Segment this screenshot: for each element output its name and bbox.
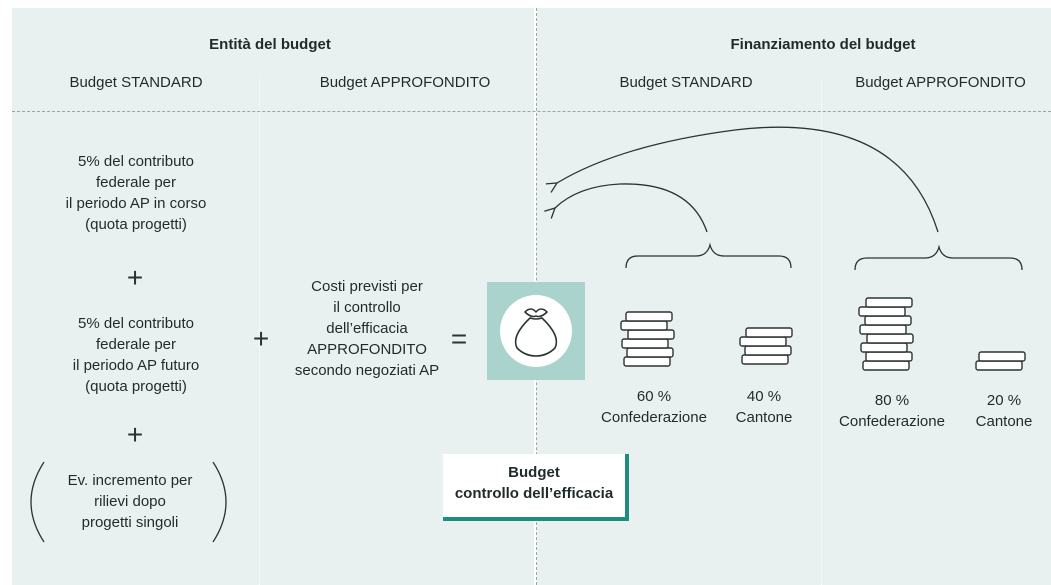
curved-arrow-icon [557, 126, 939, 233]
approfondito-confederation-share: 80 % Confederazione [830, 390, 954, 432]
coin [626, 347, 674, 358]
budget-result-box: Budget controllo dell’efficacia [443, 454, 629, 521]
budget-size-header: Entità del budget [209, 36, 331, 53]
coin [862, 360, 910, 371]
coin [978, 351, 1026, 362]
coin [741, 354, 789, 365]
left-standard-column-label: Budget STANDARD [69, 74, 203, 91]
curved-arrow-icon [555, 183, 708, 233]
percentage: 60 % [636, 388, 672, 405]
standard-canton-share: 40 % Cantone [724, 386, 804, 428]
text-line: Costi previsti per [311, 278, 423, 295]
funder-label: Cantone [975, 413, 1033, 430]
right-approfondito-column-label: Budget APPROFONDITO [855, 74, 1026, 91]
text-line: secondo negoziati AP [294, 362, 440, 379]
plus-sign: + [252, 323, 270, 354]
text-line: rilievi dopo [94, 493, 166, 510]
text-line: il controllo [333, 299, 401, 316]
current-period-contribution: 5% del contributo federale per il period… [16, 151, 256, 235]
curly-brace-icon [854, 244, 1023, 271]
right-standard-column-label: Budget STANDARD [619, 74, 753, 91]
text-line: 5% del contributo [78, 153, 194, 170]
text-line: progetti singoli [81, 514, 179, 531]
funder-label: Confederazione [839, 413, 945, 430]
curly-brace-icon [625, 242, 792, 269]
right-parenthesis [212, 461, 227, 543]
coin [866, 333, 914, 344]
funder-label: Confederazione [601, 409, 707, 426]
approfondito-canton-share: 20 % Cantone [964, 390, 1044, 432]
coin [865, 351, 913, 362]
coin [865, 297, 913, 308]
budget-result-title: Budget [508, 464, 560, 481]
coin [625, 311, 673, 322]
coin [975, 360, 1023, 371]
left-column-divider [259, 78, 260, 585]
coin [745, 327, 793, 338]
text-line: (quota progetti) [85, 378, 187, 395]
plus-sign: + [126, 262, 144, 293]
funder-label: Cantone [735, 409, 793, 426]
text-line: il periodo AP in corso [65, 195, 207, 212]
equals-sign: = [450, 323, 468, 354]
budget-financing-header: Finanziamento del budget [730, 36, 916, 53]
text-line: Ev. incremento per [67, 472, 193, 489]
text-line: dell’efficacia [326, 320, 408, 337]
budget-result-subtitle: controllo dell’efficacia [454, 485, 614, 502]
coin [621, 338, 669, 349]
money-bag-icon [500, 295, 572, 367]
coin [864, 315, 912, 326]
left-parenthesis [30, 461, 45, 543]
text-line: (quota progetti) [85, 216, 187, 233]
coin-stack-icon [620, 311, 675, 367]
right-column-divider [821, 78, 822, 585]
coin-stack-icon [975, 351, 1026, 371]
coin [739, 336, 787, 347]
standard-confederation-share: 60 % Confederazione [592, 386, 716, 428]
coin [627, 329, 675, 340]
text-line: federale per [95, 336, 177, 353]
money-bag-box [487, 282, 585, 380]
planned-costs-text: Costi previsti per il controllo dell’eff… [272, 276, 462, 381]
coin-stack-icon [858, 297, 914, 371]
coin [859, 324, 907, 335]
percentage: 40 % [746, 388, 782, 405]
plus-sign: + [126, 419, 144, 450]
header-divider [12, 111, 1051, 112]
text-line: APPROFONDITO [307, 341, 427, 358]
text-line: federale per [95, 174, 177, 191]
percentage: 80 % [874, 392, 910, 409]
coin [860, 342, 908, 353]
future-period-contribution: 5% del contributo federale per il period… [16, 313, 256, 397]
left-approfondito-column-label: Budget APPROFONDITO [319, 74, 491, 91]
coin-stack-icon [739, 327, 793, 365]
coin [620, 320, 668, 331]
coin [623, 356, 671, 367]
text-line: 5% del contributo [78, 315, 194, 332]
coin [744, 345, 792, 356]
coin [858, 306, 906, 317]
text-line: il periodo AP futuro [72, 357, 200, 374]
optional-increment: Ev. incremento per rilievi dopo progetti… [40, 470, 220, 533]
percentage: 20 % [986, 392, 1022, 409]
